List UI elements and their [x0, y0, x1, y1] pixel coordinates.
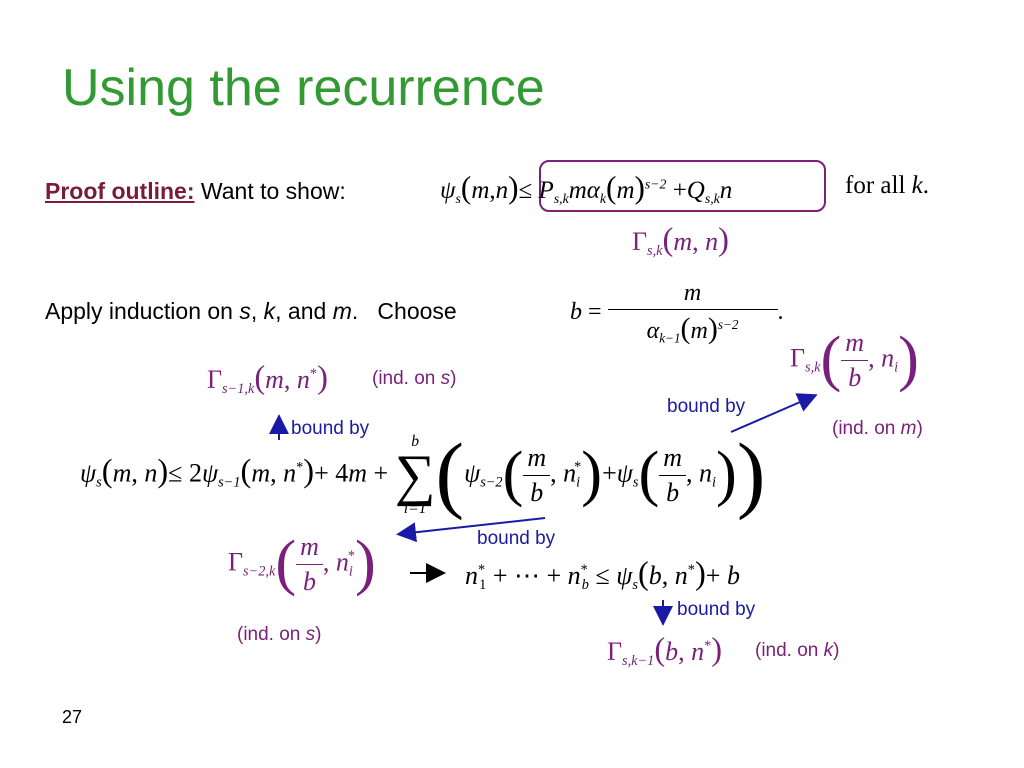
page-number: 27: [62, 707, 83, 727]
bound-by-label-top-right: bound by: [667, 396, 746, 417]
ind-on-s-label-1: (ind. on s): [372, 368, 457, 389]
apply-induction-line: Apply induction on s, k, and m. Choose: [45, 298, 457, 324]
gamma-s-k-minus-1: Γs,k−1(b, n*): [607, 632, 723, 669]
recurrence-inequality: ψs(m, n)≤ 2ψs−1(m, n*)+ 4m + b∑i=1(ψs−2(…: [80, 425, 766, 521]
highlight-box: [539, 160, 826, 212]
bound-by-label-middle: bound by: [477, 528, 556, 549]
bound-by-label-bottom: bound by: [677, 599, 756, 620]
ind-on-k-label: (ind. on k): [755, 640, 840, 661]
proof-outline-line: Proof outline: Want to show:: [45, 178, 346, 205]
sum-n-star-inequality: n*1 + ⋯ + n*b ≤ ψs(b, n*)+ b: [465, 556, 740, 593]
bound-by-label-left: bound by: [291, 418, 370, 439]
gamma-s-k-m-n: Γs,k(m, n): [632, 222, 729, 259]
gamma-s-minus-1-k: Γs−1,k(m, n*): [207, 360, 328, 397]
arrow-to-gamma-s-k-m-over-b: [730, 393, 818, 433]
main-inequality: ψs(m,n)≤ Ps,kmαk(m)s−2 +Qs,kn: [440, 170, 733, 206]
arrow-to-gamma-s-minus-2: [396, 517, 546, 543]
ind-on-m-label: (ind. on m): [832, 418, 923, 439]
for-all-k: for all k.: [845, 172, 929, 199]
proof-outline-label: Proof outline:: [45, 178, 195, 204]
ind-on-s-label-2: (ind. on s): [237, 624, 322, 645]
slide-title: Using the recurrence: [62, 59, 545, 117]
want-to-show-text: Want to show:: [200, 178, 346, 204]
